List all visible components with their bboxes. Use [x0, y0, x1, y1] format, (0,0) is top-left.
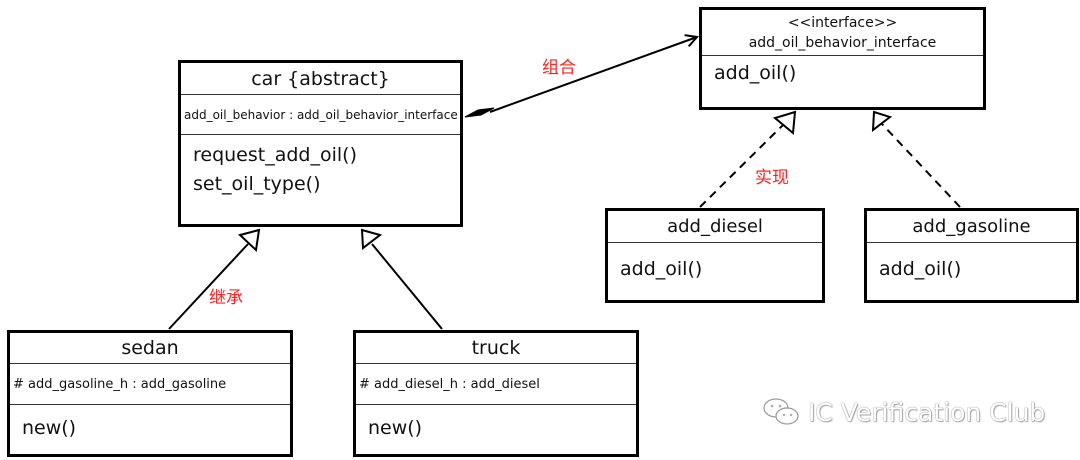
watermark-text: IC Verification Club	[808, 397, 1046, 427]
class-name: add_gasoline	[867, 211, 1076, 243]
method: add_oil()	[714, 62, 797, 84]
wechat-icon	[763, 398, 799, 425]
composition-label: 组合	[542, 58, 576, 78]
realization-label: 实现	[755, 168, 789, 188]
hollow-triangle-icon	[360, 228, 383, 250]
composition-diamond-icon	[464, 107, 495, 118]
class-name: add_oil_behavior_interface	[748, 34, 937, 51]
class-methods: add_oil()	[867, 243, 1076, 300]
class-methods: add_oil()	[702, 56, 983, 107]
method: new()	[368, 417, 423, 439]
realization-connector-gasoline	[871, 110, 961, 208]
class-methods: request_add_oil() set_oil_type()	[181, 135, 460, 224]
method: new()	[22, 417, 77, 439]
composition-connector	[464, 37, 697, 118]
hollow-triangle-icon	[772, 110, 797, 135]
inheritance-connector-sedan	[168, 228, 261, 330]
class-attribute: # add_diesel_h : add_diesel	[356, 364, 636, 405]
class-name: car {abstract}	[181, 63, 460, 95]
class-add-diesel[interactable]: add_diesel add_oil()	[605, 208, 825, 303]
realization-connector-diesel	[699, 110, 797, 208]
class-attribute: # add_gasoline_h : add_gasoline	[10, 364, 290, 405]
stereotype: <<interface>>	[787, 14, 898, 31]
hollow-triangle-icon	[237, 228, 261, 253]
class-name: sedan	[10, 333, 290, 364]
method: add_oil()	[879, 258, 962, 280]
class-methods: new()	[356, 405, 636, 454]
class-sedan[interactable]: sedan # add_gasoline_h : add_gasoline ne…	[7, 330, 293, 457]
class-name: add_diesel	[608, 211, 822, 243]
class-header: <<interface>> add_oil_behavior_interface	[702, 10, 983, 56]
class-add-gasoline[interactable]: add_gasoline add_oil()	[864, 208, 1079, 303]
class-car[interactable]: car {abstract} add_oil_behavior : add_oi…	[178, 60, 463, 227]
class-attribute: add_oil_behavior : add_oil_behavior_inte…	[181, 95, 460, 135]
method: request_add_oil()	[193, 144, 357, 166]
class-name: truck	[356, 333, 636, 364]
watermark: IC Verification Club	[762, 396, 1045, 428]
class-add-oil-behavior-interface[interactable]: <<interface>> add_oil_behavior_interface…	[699, 7, 986, 110]
method: set_oil_type()	[193, 173, 321, 195]
hollow-triangle-icon	[871, 110, 893, 133]
inheritance-connector-truck	[360, 228, 443, 330]
inheritance-label: 继承	[209, 288, 243, 308]
class-methods: new()	[10, 405, 290, 454]
class-methods: add_oil()	[608, 243, 822, 300]
method: add_oil()	[620, 258, 703, 280]
class-truck[interactable]: truck # add_diesel_h : add_diesel new()	[353, 330, 639, 457]
